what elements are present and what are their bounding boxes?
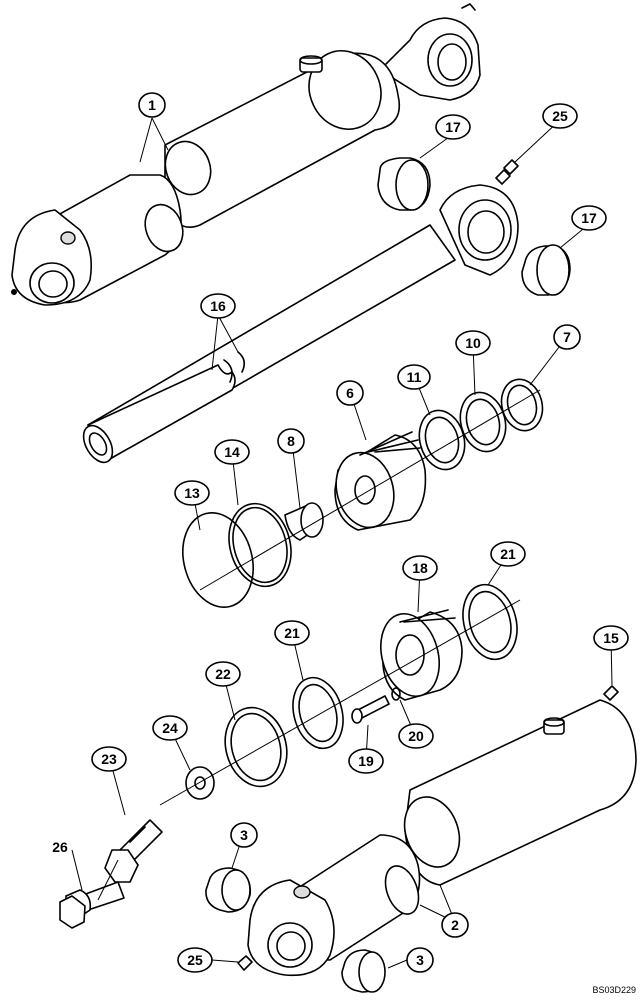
svg-text:18: 18 [412, 560, 428, 576]
callout-6: 6 [336, 380, 364, 406]
callout-10: 10 [455, 330, 491, 356]
svg-text:2: 2 [451, 917, 459, 933]
svg-text:15: 15 [603, 630, 619, 646]
bushing-17-upper [377, 157, 431, 211]
callout-18: 18 [402, 555, 438, 581]
bushing-17-lower [521, 244, 571, 296]
callout-19: 19 [348, 748, 384, 774]
callout-13: 13 [174, 480, 210, 506]
svg-text:16: 16 [210, 298, 226, 314]
svg-text:21: 21 [284, 625, 300, 641]
bolt-23 [104, 819, 163, 883]
cylinder-barrel-bottom [205, 685, 637, 993]
svg-text:13: 13 [184, 485, 200, 501]
svg-text:25: 25 [552, 108, 568, 124]
callout-21-right: 21 [490, 541, 526, 567]
svg-text:8: 8 [287, 433, 295, 449]
piston-rod [82, 184, 519, 464]
callout-3-upper: 3 [230, 822, 258, 848]
callout-25-lower: 25 [177, 947, 213, 973]
svg-text:24: 24 [162, 720, 178, 736]
svg-text:7: 7 [563, 329, 571, 345]
svg-text:19: 19 [358, 753, 374, 769]
callout-23: 23 [91, 746, 127, 772]
callout-15: 15 [593, 625, 629, 651]
svg-text:11: 11 [407, 369, 422, 385]
svg-text:1: 1 [148, 97, 156, 113]
svg-text:3: 3 [240, 827, 248, 843]
callout-16: 16 [200, 293, 236, 319]
gland-assembly-lower [159, 583, 521, 806]
cylinder-barrel-top [11, 3, 481, 306]
svg-text:14: 14 [224, 444, 240, 460]
callout-25-upper: 25 [542, 103, 578, 129]
callout-8: 8 [277, 428, 305, 454]
svg-text:6: 6 [346, 385, 354, 401]
callout-14: 14 [214, 439, 250, 465]
callout-20: 20 [398, 723, 434, 749]
svg-text:10: 10 [465, 335, 481, 351]
svg-text:26: 26 [52, 839, 68, 855]
svg-text:21: 21 [500, 546, 516, 562]
callout-26: 26 [52, 839, 68, 855]
svg-text:25: 25 [187, 952, 203, 968]
callout-2: 2 [441, 912, 469, 938]
svg-text:23: 23 [101, 751, 117, 767]
callout-17-lower: 17 [571, 205, 607, 231]
svg-text:17: 17 [581, 210, 597, 226]
svg-text:20: 20 [408, 728, 424, 744]
svg-text:22: 22 [215, 666, 231, 682]
callout-24: 24 [152, 715, 188, 741]
callout-1: 1 [138, 92, 166, 118]
callout-22: 22 [205, 661, 241, 687]
callout-11: 11 [397, 364, 431, 390]
callout-3-lower: 3 [406, 947, 434, 973]
grease-fitting-25-top [495, 159, 519, 185]
svg-text:17: 17 [445, 119, 461, 135]
piston-assembly-upper [182, 378, 544, 608]
callout-21-left: 21 [274, 620, 310, 646]
reference-code: BS03D229 [592, 985, 636, 995]
callout-7: 7 [553, 324, 581, 350]
bolt-26 [59, 881, 125, 929]
callout-17-upper: 17 [435, 114, 471, 140]
svg-text:3: 3 [416, 952, 424, 968]
